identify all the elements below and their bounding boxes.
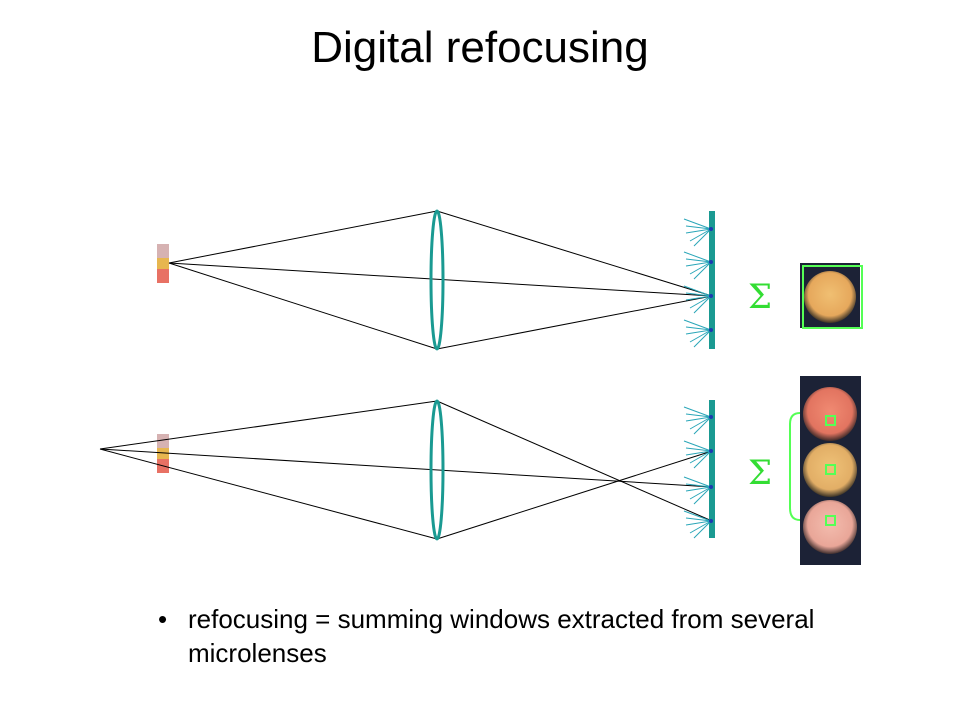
- object-segment-mid: [157, 258, 169, 269]
- ray: [436, 400, 713, 522]
- sensor-top: [709, 211, 715, 349]
- result-patch: [800, 263, 863, 329]
- object-segment-mid: [157, 448, 169, 459]
- bullet-dot: •: [158, 604, 168, 634]
- sigma-bottom: Σ: [748, 453, 772, 493]
- ray: [99, 448, 438, 540]
- window-box-mid: [825, 464, 836, 475]
- focused-disc: [804, 271, 856, 323]
- ray: [168, 210, 438, 264]
- rays-top: [168, 210, 713, 350]
- microlens-disc-bottom: [803, 500, 857, 554]
- microlens-dots-bottom: [709, 415, 713, 523]
- microlens-patch-stack: [800, 376, 861, 565]
- object-top: [157, 244, 169, 283]
- ray: [99, 448, 713, 488]
- ray: [168, 262, 438, 350]
- bullet-text: refocusing = summing windows extracted f…: [188, 604, 815, 668]
- ray: [168, 262, 713, 297]
- window-box-bottom: [825, 515, 836, 526]
- ray: [436, 295, 713, 350]
- bottom-diagram: Σ: [99, 376, 861, 565]
- ray: [436, 450, 713, 540]
- window-box-top: [825, 415, 836, 426]
- microlens-fans-top: [683, 218, 712, 348]
- summation-bracket: [789, 412, 801, 521]
- microlens-disc-mid: [803, 443, 857, 497]
- slide-title: Digital refocusing: [311, 23, 649, 72]
- microlens-disc-top: [803, 387, 857, 441]
- top-diagram: Σ: [157, 209, 863, 351]
- window-box-single: [802, 265, 863, 329]
- main-lens-bottom: [429, 399, 445, 541]
- object-segment-top: [157, 434, 169, 448]
- main-lens-top: [429, 209, 445, 351]
- microlens-fans-bottom: [683, 406, 712, 539]
- sensor-bottom: [709, 400, 715, 538]
- ray: [99, 400, 438, 450]
- microlens-dots-top: [709, 227, 713, 332]
- rays-bottom: [99, 400, 713, 540]
- ray: [436, 210, 713, 297]
- object-segment-bottom: [157, 269, 169, 283]
- bullet-list: • refocusing = summing windows extracted…: [158, 602, 838, 670]
- sigma-top: Σ: [748, 277, 772, 317]
- object-segment-top: [157, 244, 169, 258]
